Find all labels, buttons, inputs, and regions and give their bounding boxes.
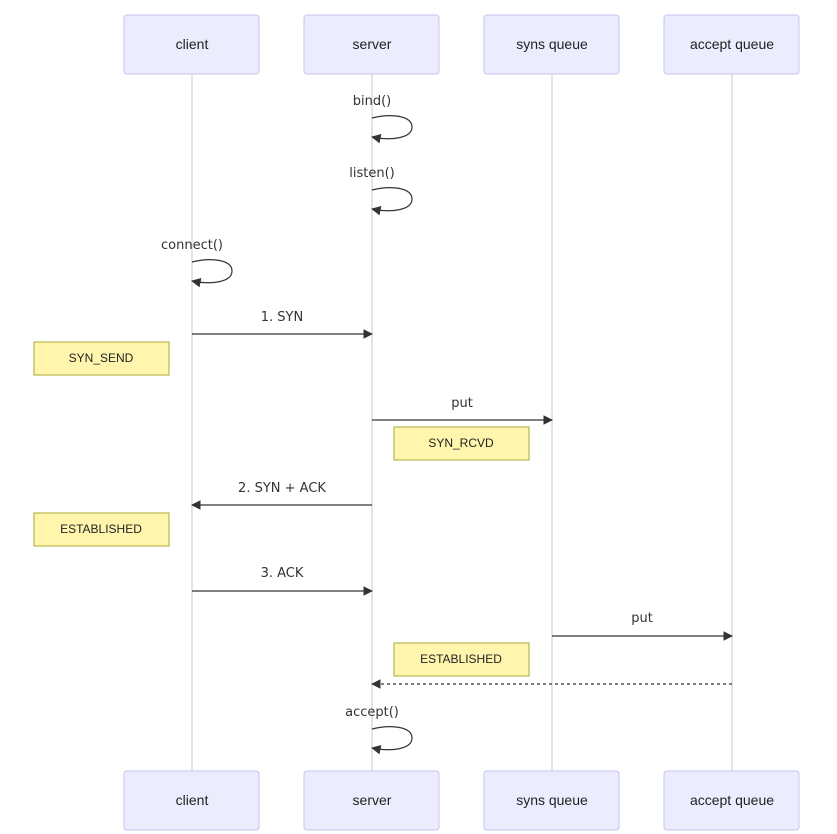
message-put-syns: put [372, 396, 553, 425]
self-loop-arrow [191, 259, 233, 288]
actor-label: server [353, 792, 392, 808]
actor-label: client [176, 792, 209, 808]
message-label: listen() [349, 166, 394, 181]
actor-server-top: server [303, 14, 440, 75]
message-put-accept: put [552, 611, 733, 641]
actor-accept-queue-top: accept queue [663, 14, 800, 75]
message-syn: 1. SYN [192, 310, 373, 339]
actor-server-bottom: server [303, 770, 440, 831]
note-label: SYN_SEND [69, 351, 134, 365]
note-syn-send: SYN_SEND [33, 341, 170, 376]
self-loop-arrow [371, 726, 413, 755]
message-label: 2. SYN + ACK [238, 481, 326, 496]
self-loop-arrow [371, 115, 413, 144]
message-label: put [631, 611, 653, 626]
actor-client-bottom: client [123, 770, 260, 831]
actor-label: accept queue [690, 792, 774, 808]
note-syn-rcvd: SYN_RCVD [393, 426, 530, 461]
actor-accept-queue-bottom: accept queue [663, 770, 800, 831]
message-label: bind() [353, 94, 392, 109]
message-label: put [451, 396, 473, 411]
message-ack: 3. ACK [192, 566, 373, 596]
actor-label: syns queue [516, 36, 588, 52]
message-syn-ack: 2. SYN + ACK [191, 481, 372, 510]
actor-label: server [353, 36, 392, 52]
message-label: 1. SYN [261, 310, 303, 325]
message-bind: bind() [353, 94, 413, 144]
note-established-client: ESTABLISHED [33, 512, 170, 547]
actor-syns-queue-top: syns queue [483, 14, 620, 75]
message-label: connect() [161, 238, 223, 253]
actor-label: accept queue [690, 36, 774, 52]
message-listen: listen() [349, 166, 413, 216]
note-label: ESTABLISHED [420, 652, 502, 666]
message-label: 3. ACK [261, 566, 304, 581]
actor-label: syns queue [516, 792, 588, 808]
actor-label: client [176, 36, 209, 52]
actor-client-top: client [123, 14, 260, 75]
message-label: accept() [345, 705, 399, 720]
note-label: ESTABLISHED [60, 522, 142, 536]
actor-syns-queue-bottom: syns queue [483, 770, 620, 831]
self-loop-arrow [371, 187, 413, 216]
message-connect: connect() [161, 238, 233, 288]
message-accept: accept() [345, 705, 413, 755]
note-established-server: ESTABLISHED [393, 642, 530, 677]
note-label: SYN_RCVD [428, 436, 494, 450]
